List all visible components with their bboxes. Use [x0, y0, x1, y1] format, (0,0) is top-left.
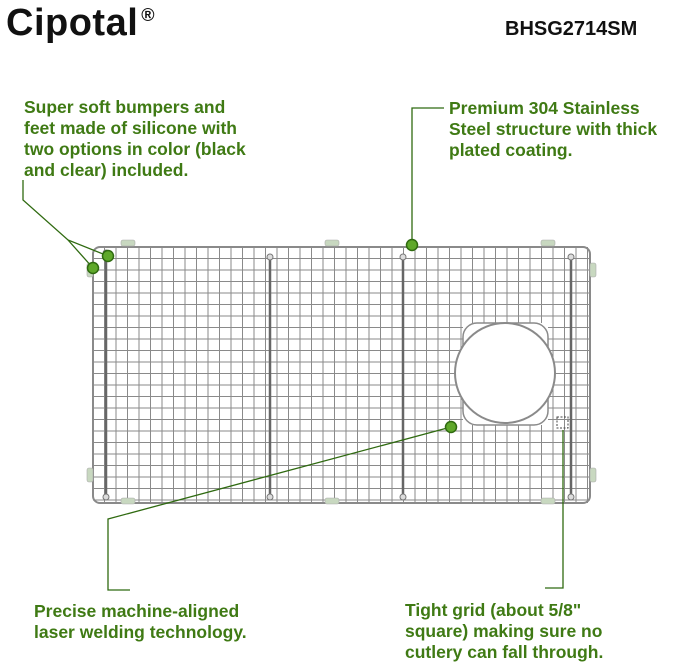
silicone-bumper [589, 262, 597, 278]
rod-foot [567, 493, 575, 501]
callout-dot [101, 249, 115, 263]
leader-line-bumpers [22, 180, 109, 257]
callout-dot [444, 420, 458, 434]
callout-line: Super soft bumpers and [24, 97, 226, 117]
silicone-bumper [589, 467, 597, 483]
silicone-bumper [86, 467, 94, 483]
drain-hole [454, 322, 556, 424]
model-number: BHSG2714SM [505, 18, 638, 40]
silicone-bumper [120, 239, 136, 247]
callout-line: and clear) included. [24, 160, 189, 180]
callout-dot [86, 261, 100, 275]
callout-line: Steel structure with thick [449, 119, 658, 139]
leader-line-grid [545, 430, 564, 589]
silicone-bumper [324, 497, 340, 505]
rod-foot [567, 253, 575, 261]
brand-logo: Cipotal® [6, 2, 155, 45]
callout-line: two options in color (black [24, 139, 246, 159]
leader-line-bumpers [67, 239, 94, 269]
callout-steel: Premium 304 Stainless Steel structure wi… [449, 98, 657, 161]
callout-dot [405, 238, 419, 252]
rod-foot [266, 253, 274, 261]
callout-line: Precise machine-aligned [34, 601, 240, 621]
callout-line: Tight grid (about 5/8" [405, 600, 582, 620]
rod-foot [266, 493, 274, 501]
grid-square-marker [556, 416, 569, 429]
silicone-bumper [540, 239, 556, 247]
silicone-bumper [540, 497, 556, 505]
callout-line: feet made of silicone with [24, 118, 237, 138]
callout-line: cutlery can fall through. [405, 642, 604, 662]
registered-mark: ® [141, 5, 156, 25]
leader-line-steel [411, 107, 444, 245]
rod-foot [399, 493, 407, 501]
callout-bumpers: Super soft bumpers and feet made of sili… [24, 97, 246, 181]
silicone-bumper [120, 497, 136, 505]
grid-frame [92, 246, 591, 504]
callout-welding: Precise machine-aligned laser welding te… [34, 601, 247, 643]
callout-line: plated coating. [449, 140, 573, 160]
callout-line: square) making sure no [405, 621, 603, 641]
callout-line: Premium 304 Stainless [449, 98, 640, 118]
rod-foot [399, 253, 407, 261]
callout-line: laser welding technology. [34, 622, 247, 642]
brand-name: Cipotal [6, 2, 139, 44]
silicone-bumper [324, 239, 340, 247]
rod-foot [102, 493, 110, 501]
callout-grid: Tight grid (about 5/8" square) making su… [405, 600, 603, 663]
leader-line-welding [107, 426, 452, 591]
